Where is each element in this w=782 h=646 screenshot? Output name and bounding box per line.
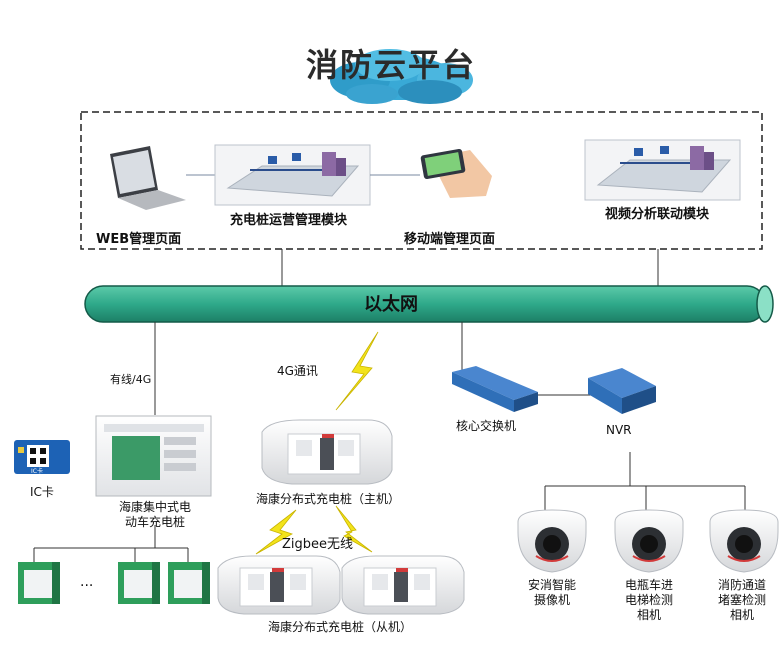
- central-charger-label-line2: 动车充电桩: [124, 515, 185, 529]
- dome-camera-icon: [614, 509, 684, 573]
- platform-boundary: [80, 111, 763, 250]
- camera-2-label-line1: 电瓶车进: [624, 578, 673, 592]
- lightning-zigbee-icon: [335, 505, 373, 553]
- core-switch-label: 核心交换机: [456, 419, 517, 433]
- zigbee-label: Zigbee无线: [282, 537, 354, 552]
- core-switch-icon: [452, 366, 538, 412]
- central-charger-icon: [95, 415, 212, 497]
- video-analysis-server-icon: [584, 139, 741, 201]
- mobile-phone-icon: [420, 149, 492, 198]
- charging-ops-server-icon: [214, 144, 371, 206]
- camera-1-label-line2: 摄像机: [533, 593, 570, 607]
- laptop-icon: [110, 146, 186, 210]
- distributed-slave-label: 海康分布式充电桩（从机）: [268, 620, 413, 634]
- nvr-label: NVR: [606, 423, 632, 437]
- central-charger-label: 海康集中式电 动车充电桩: [100, 500, 210, 530]
- camera-2-label: 电瓶车进 电梯检测 相机: [609, 578, 689, 623]
- lightning-zigbee-icon: [255, 509, 297, 555]
- ethernet-bus: [84, 285, 774, 323]
- diagram-title: 消防云平台: [305, 46, 476, 84]
- distributed-charger-slave-icon: [217, 555, 341, 615]
- camera-3-label-line2: 堵塞检测: [717, 593, 766, 607]
- camera-1-label-line1: 安消智能: [527, 578, 576, 592]
- nvr-icon: [588, 368, 656, 414]
- distributed-master-label: 海康分布式充电桩（主机）: [256, 492, 401, 506]
- socket-icon: [168, 562, 210, 604]
- distributed-charger-slave-icon: [341, 555, 465, 615]
- ic-card-label: IC卡: [30, 485, 54, 499]
- wired-4g-label: 有线/4G: [110, 373, 152, 386]
- web-admin-label: WEB管理页面: [96, 232, 182, 247]
- socket-ellipsis: ...: [80, 574, 94, 590]
- ic-card-face-text: IC卡: [31, 468, 43, 475]
- distributed-charger-master-icon: [261, 419, 393, 485]
- camera-2-label-line3: 相机: [636, 608, 661, 622]
- ethernet-label: 以太网: [364, 294, 418, 315]
- camera-3-label: 消防通道 堵塞检测 相机: [702, 578, 782, 623]
- charging-ops-label: 充电桩运营管理模块: [230, 213, 348, 228]
- video-analysis-label: 视频分析联动模块: [605, 207, 710, 222]
- camera-3-label-line1: 消防通道: [717, 578, 766, 592]
- socket-icon: [18, 562, 60, 604]
- socket-icon: [118, 562, 160, 604]
- dome-camera-icon: [709, 509, 779, 573]
- mobile-admin-label: 移动端管理页面: [404, 232, 496, 247]
- central-charger-label-line1: 海康集中式电: [118, 500, 191, 514]
- comm-4g-label: 4G通讯: [277, 364, 318, 378]
- dome-camera-icon: [517, 509, 587, 573]
- ic-card-icon: [14, 440, 70, 474]
- camera-2-label-line2: 电梯检测: [624, 593, 673, 607]
- camera-3-label-line3: 相机: [729, 608, 754, 622]
- camera-1-label: 安消智能 摄像机: [512, 578, 592, 608]
- lightning-4g-icon: [335, 331, 379, 411]
- cloud-icon: [330, 49, 473, 104]
